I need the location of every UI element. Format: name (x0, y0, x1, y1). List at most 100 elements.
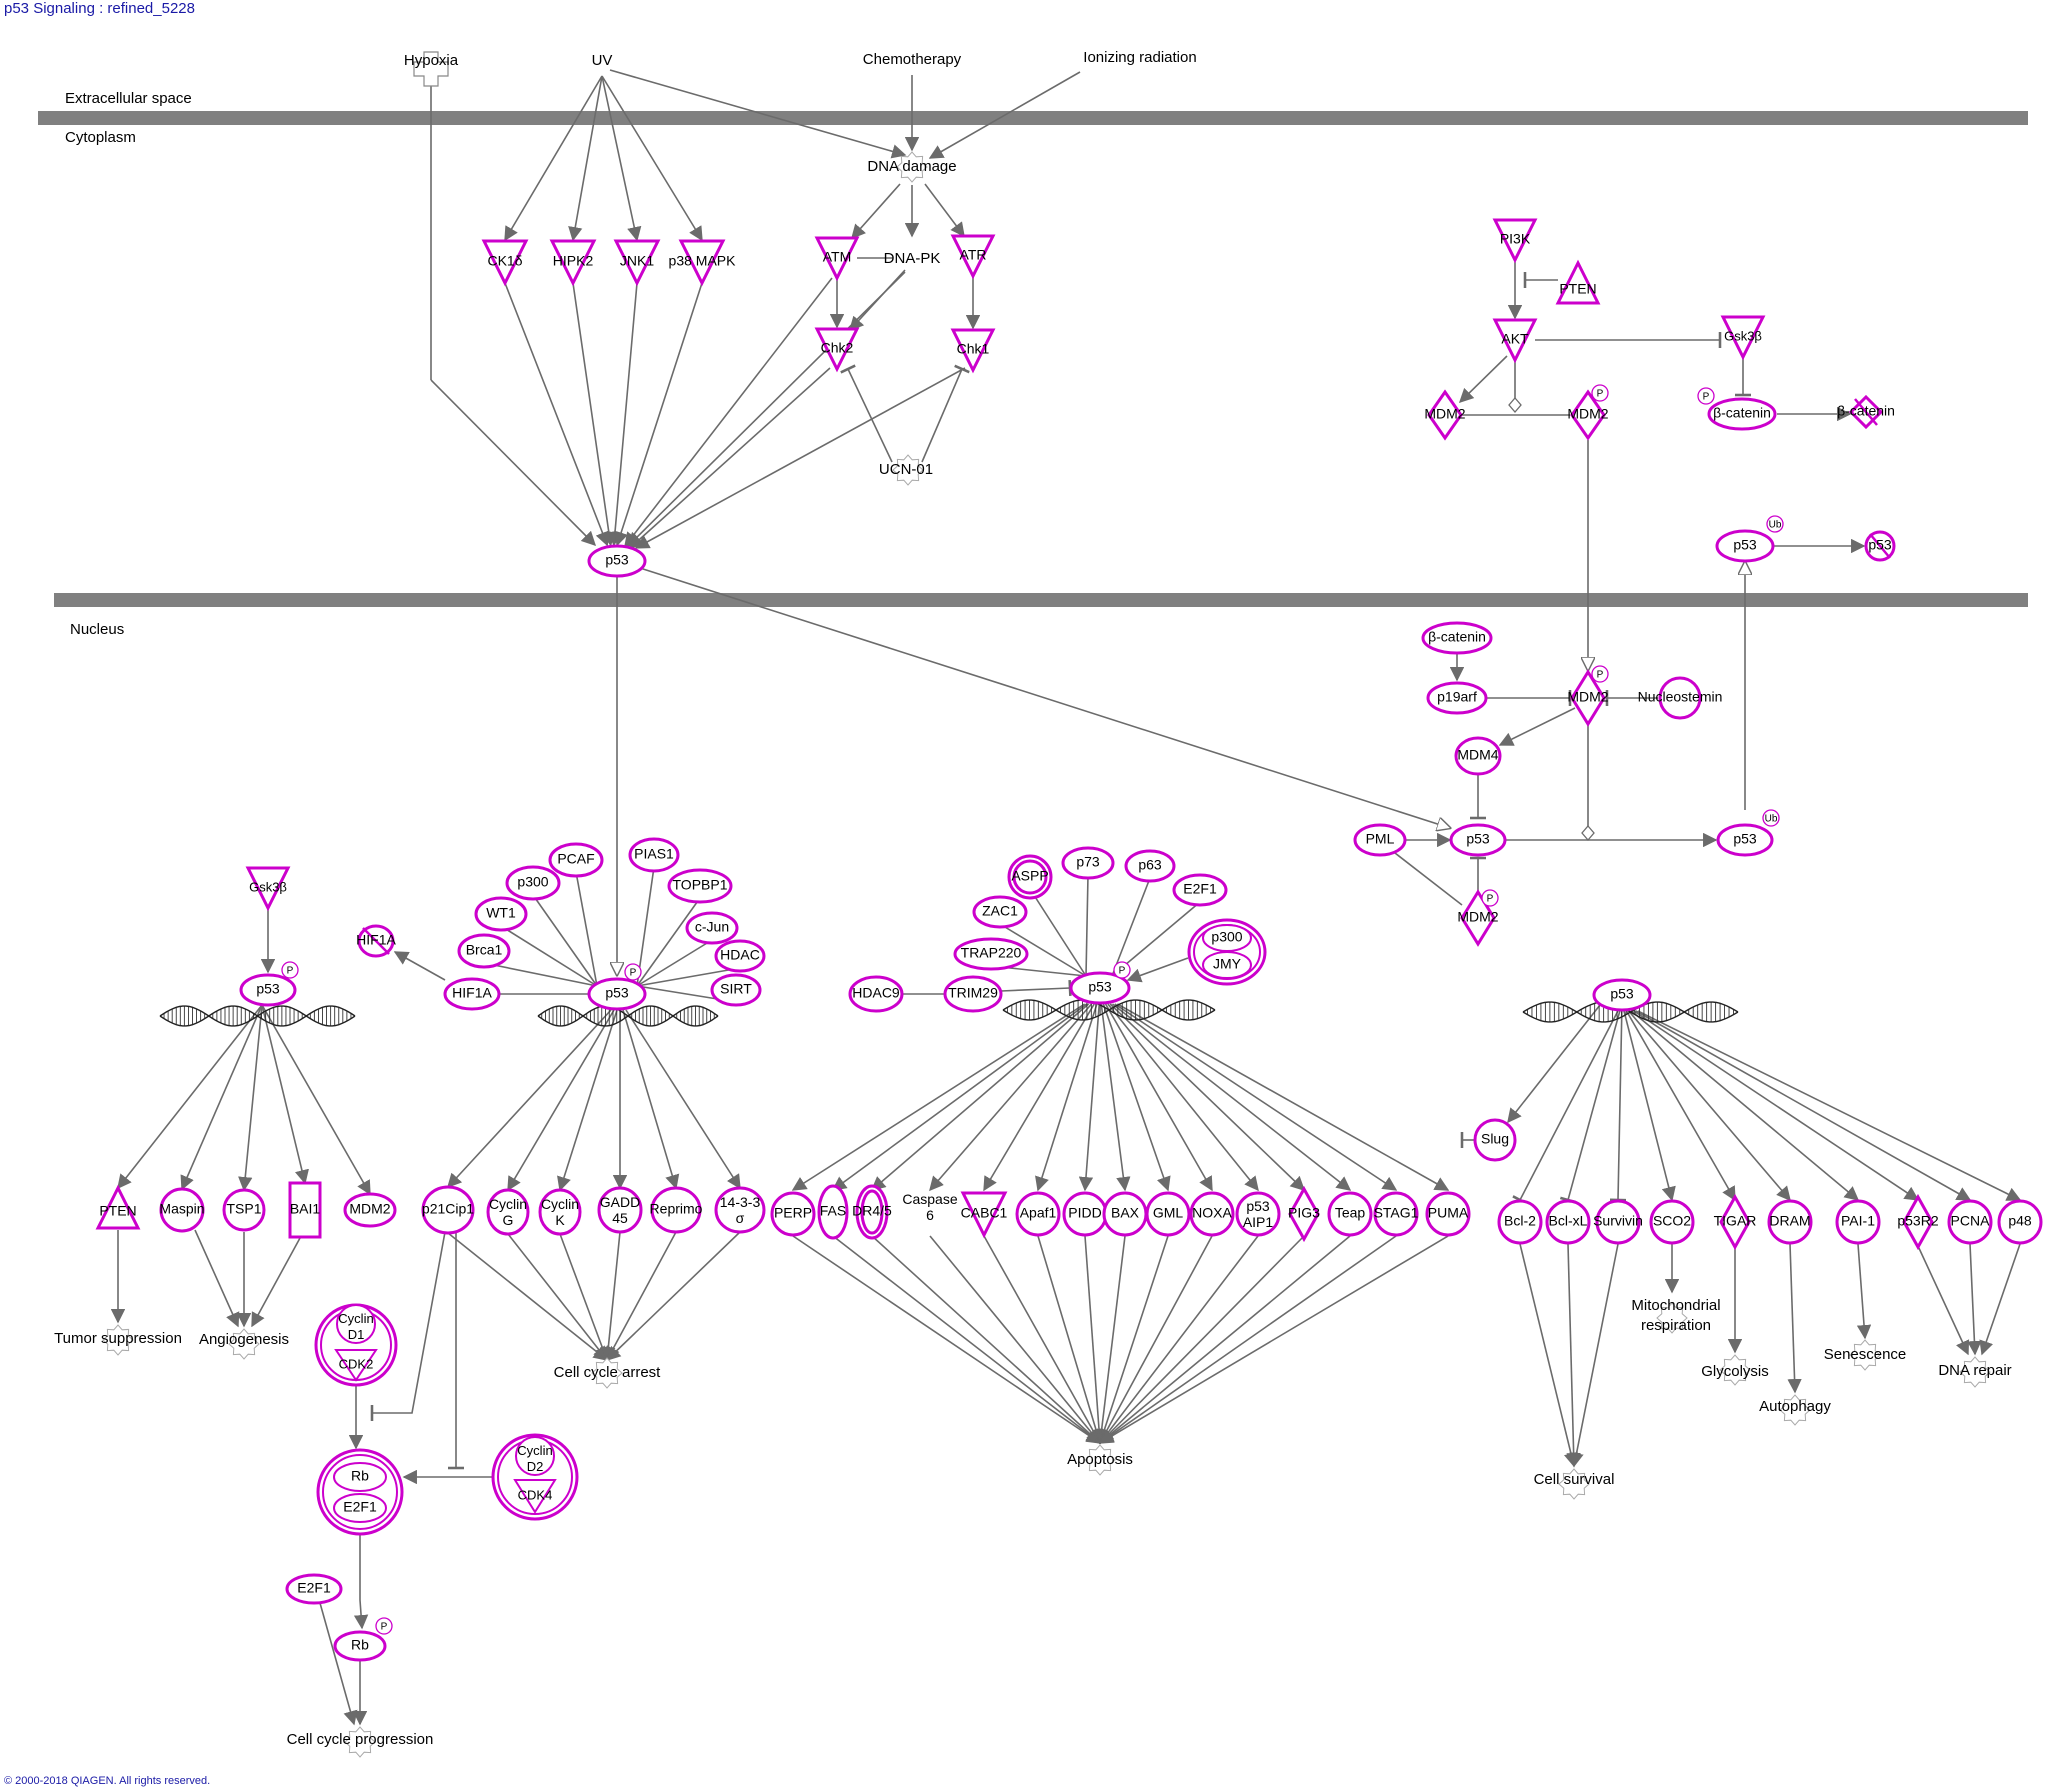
node-brca1[interactable]: Brca1 (457, 933, 511, 969)
node-hipk2[interactable]: HIPK2 (549, 239, 597, 287)
node-pi3k[interactable]: PI3K (1492, 218, 1538, 264)
node-atm[interactable]: ATM (814, 236, 860, 282)
node-catenin[interactable]: β-catenin (1837, 394, 1895, 430)
node-slug[interactable]: Slug (1473, 1118, 1517, 1162)
node-gsk3[interactable]: Gsk3β (1720, 315, 1766, 361)
edge-coactivator-p53 (999, 923, 1087, 977)
node-survivin[interactable]: Survivin (1593, 1199, 1643, 1245)
node-topbp1[interactable]: TOPBP1 (667, 868, 733, 904)
node-pias1[interactable]: PIAS1 (628, 837, 680, 873)
node-gsk3[interactable]: Gsk3β (245, 866, 291, 912)
node-bai1[interactable]: BAI1 (288, 1181, 322, 1239)
node-pai-1[interactable]: PAI-1 (1835, 1199, 1881, 1245)
node-ck1[interactable]: CK1δ (481, 239, 529, 287)
node-aspp[interactable]: ASPP (1007, 854, 1053, 900)
node-p53r2[interactable]: p53R2 (1897, 1193, 1939, 1251)
node-atr[interactable]: ATR (950, 234, 996, 280)
node-zac1[interactable]: ZAC1 (972, 895, 1028, 929)
node-catenin[interactable]: β-catenin (1421, 621, 1493, 655)
node-sco2[interactable]: SCO2 (1649, 1199, 1695, 1245)
node-wt1[interactable]: WT1 (474, 896, 528, 932)
node-pcna[interactable]: PCNA (1947, 1199, 1993, 1245)
node-hypoxia[interactable]: Hypoxia (404, 51, 459, 87)
node-mdm2[interactable]: MDM2 (343, 1192, 397, 1228)
node-pten[interactable]: PTEN (95, 1184, 141, 1230)
node-pcaf[interactable]: PCAF (548, 842, 604, 878)
node-jnk1[interactable]: JNK1 (613, 239, 661, 287)
node-chk2[interactable]: Chk2 (814, 327, 860, 373)
node-tsp1[interactable]: TSP1 (222, 1188, 266, 1232)
node-trap220[interactable]: TRAP220 (953, 937, 1029, 971)
node-p21cip1[interactable]: p21Cip1 (421, 1185, 475, 1235)
node-pml[interactable]: PML (1353, 823, 1407, 857)
node-p53[interactable]: p53 (1864, 530, 1896, 562)
edge-p53-apoptosis-target (1112, 1003, 1352, 1191)
edge-dram-autophagy (1787, 1243, 1802, 1394)
node-puma[interactable]: PUMA (1425, 1191, 1471, 1237)
stimulus-ucn01-shape (892, 454, 924, 486)
node-p19arf[interactable]: p19arf (1426, 681, 1488, 715)
node-p48[interactable]: p48 (1997, 1199, 2043, 1245)
node-dram[interactable]: DRAM (1767, 1199, 1813, 1245)
node-p53[interactable]: p53 (1449, 823, 1507, 857)
node-c-jun[interactable]: c-Jun (685, 911, 739, 945)
node-fas[interactable]: FAS (817, 1184, 849, 1240)
node-teap[interactable]: Teap (1327, 1191, 1373, 1237)
node-bax[interactable]: BAX (1102, 1191, 1148, 1237)
node-reprimo[interactable]: Reprimo (650, 1186, 703, 1234)
node-pidd[interactable]: PIDD (1062, 1191, 1108, 1237)
node-p53[interactable]: p53 (587, 544, 647, 578)
node-cabc1[interactable]: CABC1 (960, 1191, 1008, 1239)
node-tigar[interactable]: TIGAR (1714, 1193, 1757, 1251)
edge-target-arrest (601, 1231, 621, 1362)
node-hdac9[interactable]: HDAC9 (848, 975, 904, 1013)
node-trim29[interactable]: TRIM29 (943, 975, 1003, 1013)
node-p300[interactable]: p300 (505, 865, 561, 901)
node-apaf1[interactable]: Apaf1 (1015, 1191, 1061, 1237)
node-p53[interactable]: p53 (1592, 978, 1652, 1012)
node-nucleostemin[interactable]: Nucleostemin (1638, 676, 1723, 720)
node-akt[interactable]: AKT (1492, 318, 1538, 364)
node-p63[interactable]: p63 (1124, 849, 1176, 883)
node-hif1a[interactable]: HIF1A (443, 977, 501, 1011)
node-mdm2[interactable]: MDM2 (1424, 389, 1466, 441)
node-maspin[interactable]: Maspin (159, 1187, 205, 1233)
node-sirt[interactable]: SIRT (710, 973, 762, 1007)
node-bcl-2[interactable]: Bcl-2 (1497, 1199, 1543, 1245)
node-noxa[interactable]: NOXA (1189, 1191, 1235, 1237)
node-dr4-5[interactable]: DR4/5 (852, 1184, 892, 1240)
node-pig3[interactable]: PIG3 (1288, 1185, 1320, 1243)
node-hif1a[interactable]: HIF1A (356, 924, 396, 958)
node-mdm4[interactable]: MDM4 (1454, 736, 1502, 776)
node-hdac[interactable]: HDAC (714, 939, 766, 973)
node-e2f1[interactable]: E2F1 (285, 1573, 343, 1605)
node-rb[interactable]: RbP (333, 1617, 393, 1662)
node-chk1[interactable]: Chk1 (950, 328, 996, 374)
node-bcl-xl[interactable]: Bcl-xL (1545, 1199, 1591, 1245)
node-p73[interactable]: p73 (1061, 846, 1115, 880)
node-perp[interactable]: PERP (770, 1191, 816, 1237)
node-e2f1[interactable]: E2F1 (1172, 873, 1228, 907)
node-stag1[interactable]: STAG1 (1373, 1191, 1419, 1237)
node-pten[interactable]: PTEN (1555, 259, 1601, 305)
node-p38-mapk[interactable]: p38 MAPK (669, 239, 737, 287)
node-gml[interactable]: GML (1145, 1191, 1191, 1237)
